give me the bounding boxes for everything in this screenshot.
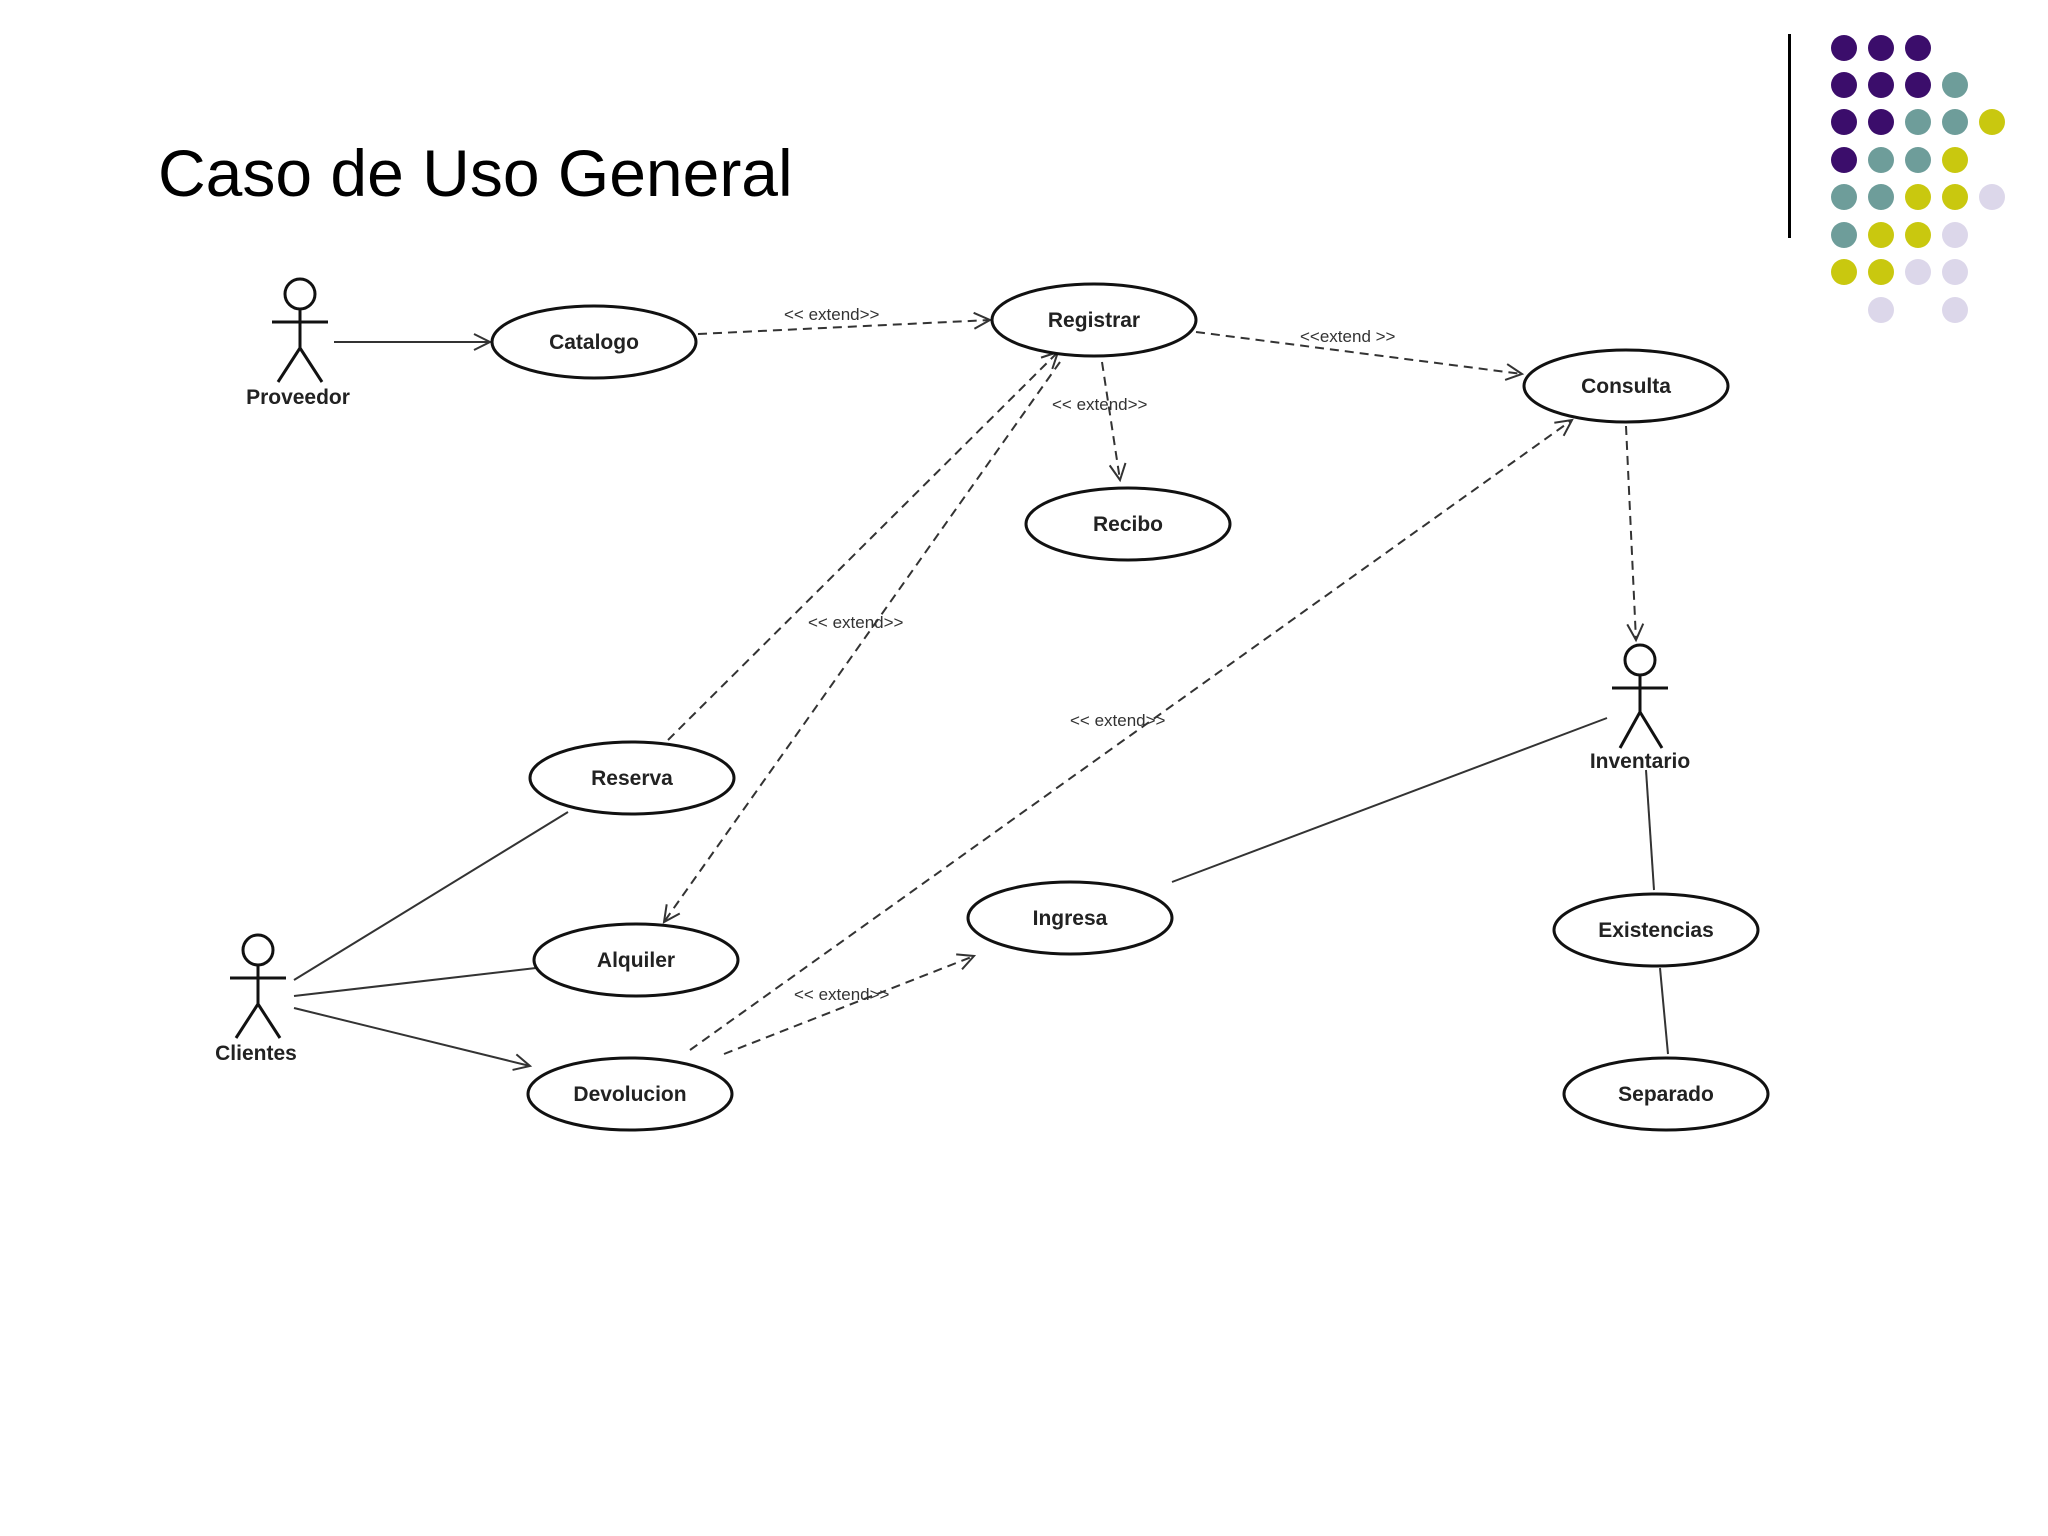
decorative-dot-grid <box>1831 35 2005 323</box>
dot <box>1868 147 1894 173</box>
dot <box>1942 72 1968 98</box>
dot <box>1868 72 1894 98</box>
dot <box>1905 35 1931 61</box>
dot <box>1905 147 1931 173</box>
actor-inventario-label: Inventario <box>1590 750 1690 773</box>
actor-icon <box>1612 643 1668 749</box>
label-registrar-alquiler: << extend>> <box>808 613 904 632</box>
dot <box>1942 259 1968 285</box>
use-case-registrar: Registrar <box>990 282 1198 358</box>
dot <box>1868 109 1894 135</box>
association-clientes-alquiler <box>293 967 537 997</box>
label-devolucion-ingresa: << extend>> <box>794 985 890 1004</box>
extend-registrar-recibo <box>1101 361 1127 483</box>
extend-catalogo-registrar <box>697 311 993 335</box>
use-case-recibo-label: Recibo <box>1093 513 1163 536</box>
use-cases: Catalogo Registrar Consulta Recibo Reser… <box>490 282 1770 1132</box>
extend-devolucion-consulta <box>689 418 1574 1051</box>
actor-clientes: Clientes <box>215 933 297 1065</box>
relation-labels: << extend>> <<extend >> << extend>> << e… <box>784 305 1396 1004</box>
use-case-existencias-label: Existencias <box>1598 919 1714 942</box>
dot <box>1831 35 1857 61</box>
actor-icon <box>230 933 286 1039</box>
extend-registrar-alquiler <box>662 361 1061 924</box>
dot <box>1868 35 1894 61</box>
extend-relations <box>662 311 1645 1055</box>
dot <box>1942 147 1968 173</box>
use-case-reserva: Reserva <box>528 740 736 816</box>
association-inventario-ingresa <box>1171 717 1608 883</box>
dot <box>1868 222 1894 248</box>
dot <box>1979 109 2005 135</box>
dot <box>1831 184 1857 210</box>
actor-proveedor-label: Proveedor <box>246 386 350 409</box>
label-registrar-recibo: << extend>> <box>1052 395 1148 414</box>
dot <box>1868 259 1894 285</box>
dot <box>1942 184 1968 210</box>
dot <box>1831 109 1857 135</box>
dot <box>1831 72 1857 98</box>
association-clientes-reserva <box>293 811 569 981</box>
use-case-consulta-label: Consulta <box>1581 375 1671 398</box>
use-case-recibo: Recibo <box>1024 486 1232 562</box>
use-case-alquiler-label: Alquiler <box>597 949 675 972</box>
dot <box>1831 259 1857 285</box>
dot <box>1905 259 1931 285</box>
dot-row-3 <box>1831 109 2005 135</box>
label-devolucion-consulta: << extend>> <box>1070 711 1166 730</box>
use-case-reserva-label: Reserva <box>591 767 673 790</box>
actor-inventario: Inventario <box>1590 643 1690 773</box>
use-case-catalogo: Catalogo <box>490 304 698 380</box>
dot <box>1942 297 1968 323</box>
use-case-consulta: Consulta <box>1522 348 1730 424</box>
use-case-separado-label: Separado <box>1618 1083 1714 1106</box>
extend-devolucion-ingresa <box>723 953 977 1055</box>
use-case-catalogo-label: Catalogo <box>549 331 639 354</box>
extend-registrar-consulta <box>1195 331 1525 381</box>
dot-row-5 <box>1831 184 2005 210</box>
dot <box>1905 109 1931 135</box>
dot <box>1868 184 1894 210</box>
extend-reserva-registrar <box>667 350 1060 741</box>
associations <box>293 333 1669 1071</box>
use-case-ingresa: Ingresa <box>966 880 1174 956</box>
association-existencias-separado <box>1659 967 1669 1055</box>
use-case-registrar-label: Registrar <box>1048 309 1140 332</box>
label-registrar-consulta: <<extend >> <box>1300 327 1396 346</box>
dot-row-1 <box>1831 35 1931 61</box>
dot <box>1905 222 1931 248</box>
association-clientes-devolucion <box>293 1007 533 1071</box>
dot-row-2 <box>1831 72 1968 98</box>
dot <box>1831 147 1857 173</box>
actor-proveedor: Proveedor <box>246 277 350 409</box>
label-catalogo-registrar: << extend>> <box>784 305 880 324</box>
dot-row-4 <box>1831 147 1968 173</box>
actor-clientes-label: Clientes <box>215 1042 297 1065</box>
dot-row-6 <box>1831 222 1968 248</box>
use-case-alquiler: Alquiler <box>532 922 740 998</box>
slide-title: Caso de Uso General <box>158 136 793 210</box>
use-case-existencias: Existencias <box>1552 892 1760 968</box>
use-case-separado: Separado <box>1562 1056 1770 1132</box>
dot <box>1942 109 1968 135</box>
title-divider <box>1788 34 1791 238</box>
association-inventario-existencias <box>1645 769 1655 891</box>
use-case-ingresa-label: Ingresa <box>1033 907 1108 930</box>
dot <box>1905 72 1931 98</box>
dot <box>1905 184 1931 210</box>
use-case-devolucion-label: Devolucion <box>573 1083 686 1106</box>
dot <box>1979 184 2005 210</box>
dot-row-7 <box>1831 259 1968 285</box>
use-case-devolucion: Devolucion <box>526 1056 734 1132</box>
dot-row-8 <box>1868 297 1968 323</box>
dot <box>1868 297 1894 323</box>
dot <box>1831 222 1857 248</box>
dot <box>1942 222 1968 248</box>
extend-consulta-inventario <box>1625 425 1645 643</box>
actor-icon <box>272 277 328 383</box>
